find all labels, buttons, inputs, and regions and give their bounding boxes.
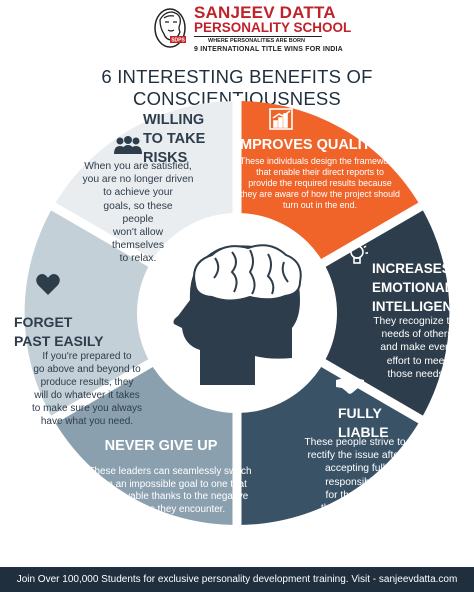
never-body-line: from an impossible goal to one that: [93, 478, 247, 490]
willing-body-line: to achieve your: [103, 187, 173, 199]
never-body-line: is achievable thanks to the negative: [91, 491, 249, 503]
liable-body-line: done.: [342, 516, 368, 528]
willing-body: When you are satisfied, you are no longe…: [62, 160, 214, 266]
forget-body-line: produce results, they: [40, 377, 134, 388]
segment-forget-past-easily: [24, 207, 238, 419]
emotional-body-line: needs of others: [381, 329, 453, 341]
willing-title-line-1: WILLING: [143, 112, 205, 128]
people-group-icon: [114, 136, 142, 154]
liable-body: These people strive to rectify the issue…: [288, 436, 422, 528]
liable-body-line: accepting full: [324, 463, 386, 475]
willing-body-line: to relax.: [119, 253, 157, 265]
never-title: NEVER GIVE UP: [104, 438, 218, 454]
willing-body-line: people: [122, 213, 154, 225]
willing-title-line-2: TO TAKE: [143, 131, 206, 147]
emotional-body-line: effort to meet: [386, 355, 448, 367]
forget-title-line-1: FORGET: [14, 314, 73, 330]
forget-body-line: If you're prepared to: [42, 351, 132, 362]
liable-body-line: These people strive to: [304, 437, 406, 448]
header: SDPS SANJEEV DATTA PERSONALITY SCHOOL WH…: [0, 0, 474, 58]
quality-body-line: provide the required results because: [248, 178, 392, 188]
quality-body-line: These individuals design the frameworks: [239, 156, 401, 166]
never-body-line: emotions they encounter.: [114, 503, 226, 515]
emotional-title: INCREASES EMOTIONAL INTELLIGENCE: [372, 259, 472, 316]
svg-text:SDPS: SDPS: [171, 38, 185, 44]
willing-body-line: won't allow: [112, 227, 164, 239]
emotional-body-line: and make every: [380, 342, 454, 354]
willing-title-line-3: RISKS: [143, 150, 188, 166]
emotional-body: They recognize the needs of others and m…: [362, 315, 472, 381]
liable-body-line: for the errors: [325, 489, 385, 501]
emotional-title-line-2: EMOTIONAL: [372, 280, 453, 295]
quality-body: These individuals design the frameworks …: [222, 156, 418, 211]
willing-body-line: themselves: [111, 240, 165, 252]
heart-icon: [36, 274, 60, 295]
liable-title: FULLY LIABLE: [338, 404, 398, 442]
willing-body-line: goals, so these: [103, 200, 173, 212]
bar-chart-icon: [269, 108, 293, 130]
forget-title-line-2: PAST EASILY: [14, 333, 104, 349]
school-logo-icon: SDPS: [154, 8, 186, 48]
emotional-title-line-3: INTELLIGENCE: [372, 299, 472, 314]
forget-body-line: go above and beyond to: [33, 364, 141, 375]
forget-title: FORGET PAST EASILY: [14, 313, 134, 351]
badge-icon: [185, 527, 207, 549]
brand-tagline: WHERE PERSONALITIES ARE BORN: [208, 38, 305, 44]
forget-body-line: will do whatever it takes: [34, 390, 140, 401]
infographic-title: 6 INTERESTING BENEFITS OF CONSCIENTIOUSN…: [101, 66, 373, 109]
liable-body-line: responsibility: [325, 476, 385, 488]
willing-body-line: you are no longer driven: [82, 174, 194, 186]
liable-body-line: rectify the issue after: [307, 450, 403, 462]
willing-title: WILLING TO TAKE RISKS: [143, 111, 221, 168]
never-body-line: These leaders can seamlessly switch: [88, 466, 252, 477]
segment-increases-emotional-intelligence: [237, 207, 450, 419]
forget-body-line: have what you need.: [40, 416, 134, 427]
liable-title-line-1: FULLY: [338, 405, 382, 421]
willing-body-line: When you are satisfied,: [84, 161, 192, 172]
emotional-body-line: They recognize the: [373, 316, 461, 327]
quality-body-line: that enable their direct reports to: [256, 167, 384, 177]
brand-divider: [194, 36, 322, 37]
liable-body-line: that have been: [320, 503, 390, 515]
never-body: These leaders can seamlessly switch from…: [70, 466, 270, 516]
brand-school: PERSONALITY SCHOOL: [194, 20, 352, 35]
brand-titles: 9 INTERNATIONAL TITLE WINS FOR INDIA: [194, 46, 343, 53]
quality-body-line: they are aware of how the project should: [240, 189, 400, 199]
liable-title-line-2: LIABLE: [338, 424, 389, 440]
brain-icon: [193, 244, 302, 302]
brand-name: SANJEEV DATTA: [194, 3, 336, 22]
emotional-body-line: those needs.: [387, 368, 447, 380]
footer-banner: Join Over 100,000 Students for exclusive…: [0, 567, 474, 592]
forget-body-line: to make sure you always: [31, 403, 143, 414]
emotional-title-line-1: INCREASES: [372, 261, 451, 276]
quality-title: IMPROVES QUALITY: [236, 137, 381, 153]
quality-body-line: turn out in the end.: [282, 200, 357, 210]
lightbulb-icon: [346, 242, 368, 264]
forget-body: If you're prepared to go above and beyon…: [14, 350, 160, 428]
handshake-icon: [336, 378, 364, 394]
